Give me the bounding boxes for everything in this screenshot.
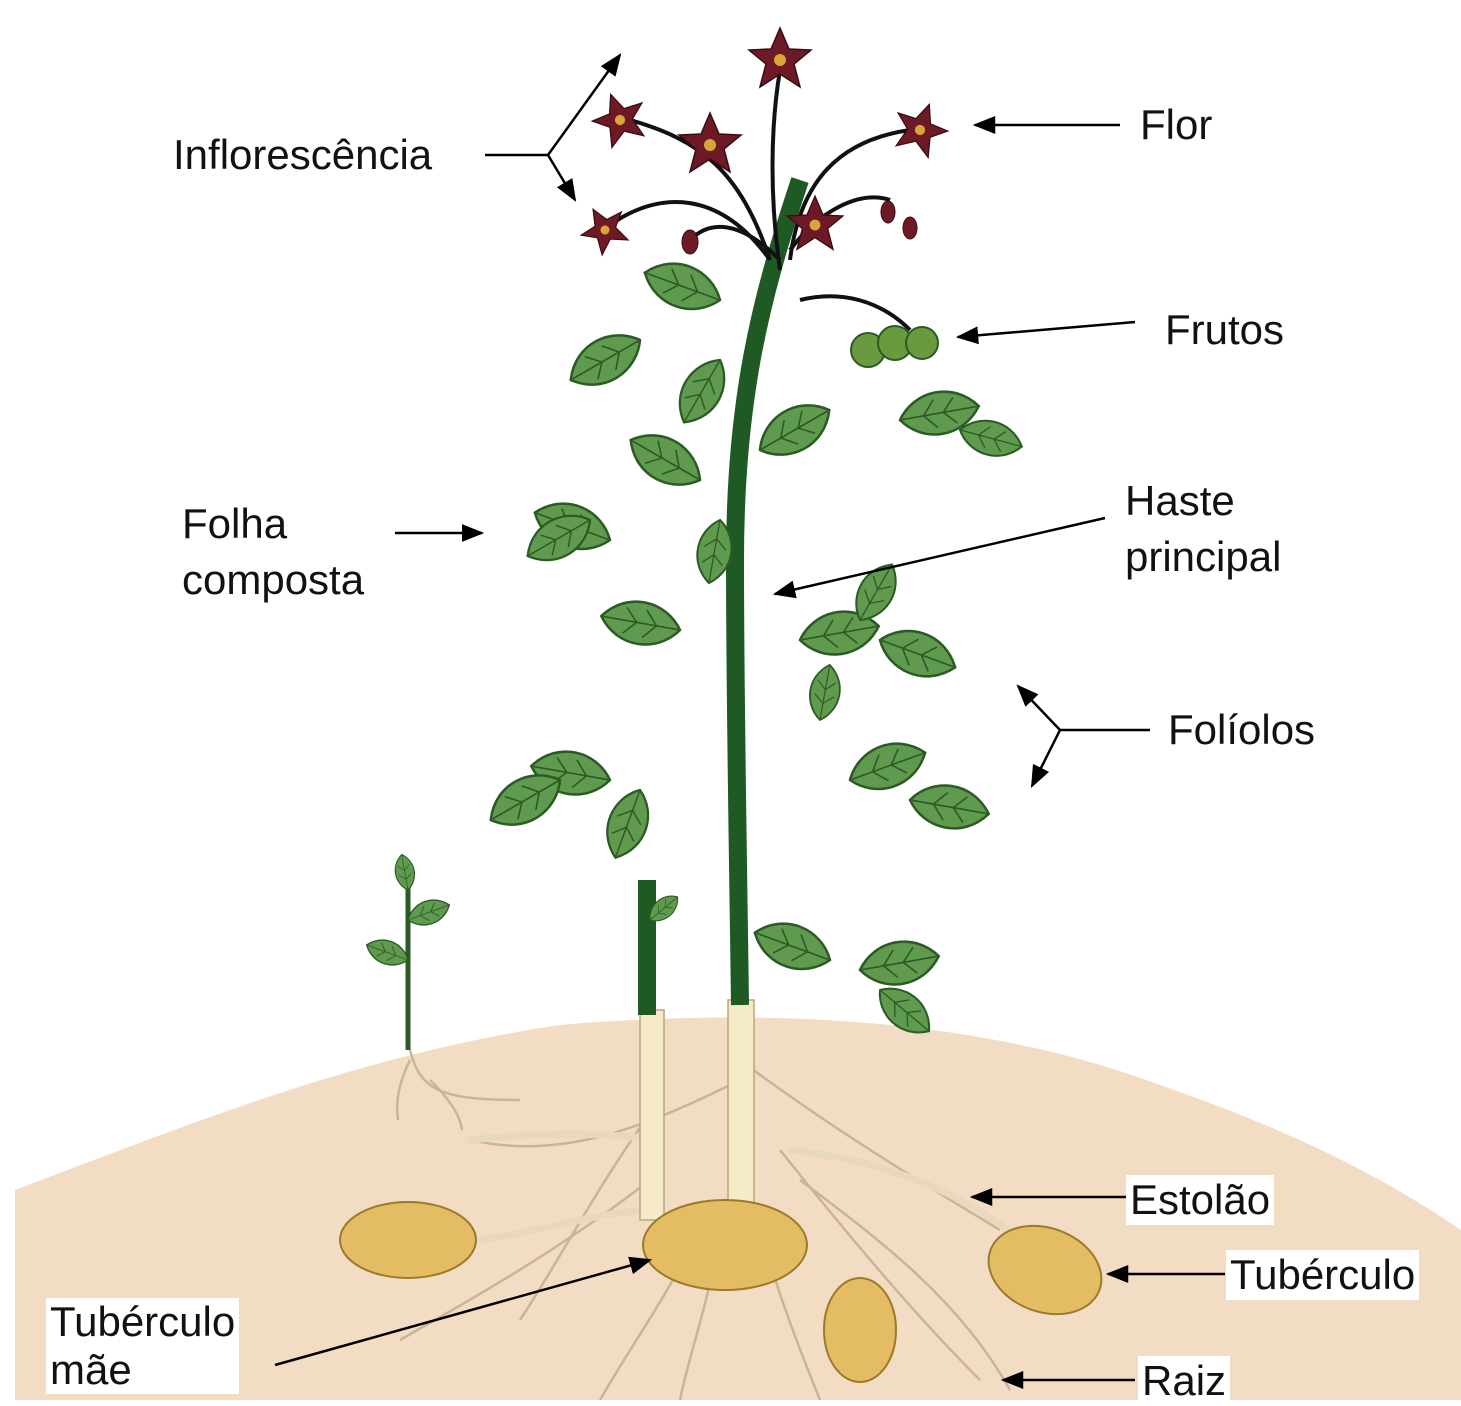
underground-stem-1 [640,1010,664,1220]
label-tuberculo-mae: Tubérculo mãe [46,1298,239,1394]
label-foliolos: Folíolos [1168,705,1315,755]
flowers [573,28,954,259]
label-frutos: Frutos [1165,305,1284,355]
label-haste-principal: Haste principal [1125,473,1281,585]
main-stem [735,180,800,1005]
label-tuberculo: Tubérculo [1226,1250,1419,1300]
underground-stem-2 [728,1000,754,1220]
mother-tuber [643,1200,807,1290]
label-folha-composta: Folha composta [182,496,364,608]
label-estolao: Estolão [1126,1175,1274,1225]
tuber-left [340,1202,476,1278]
label-raiz: Raiz [1138,1356,1230,1406]
label-flor: Flor [1140,100,1212,150]
secondary-stem [638,880,684,1015]
tuber-bottom [824,1278,896,1382]
fruits [851,326,938,367]
label-inflorescencia: Inflorescência [173,130,432,180]
small-sprout [363,853,454,1050]
